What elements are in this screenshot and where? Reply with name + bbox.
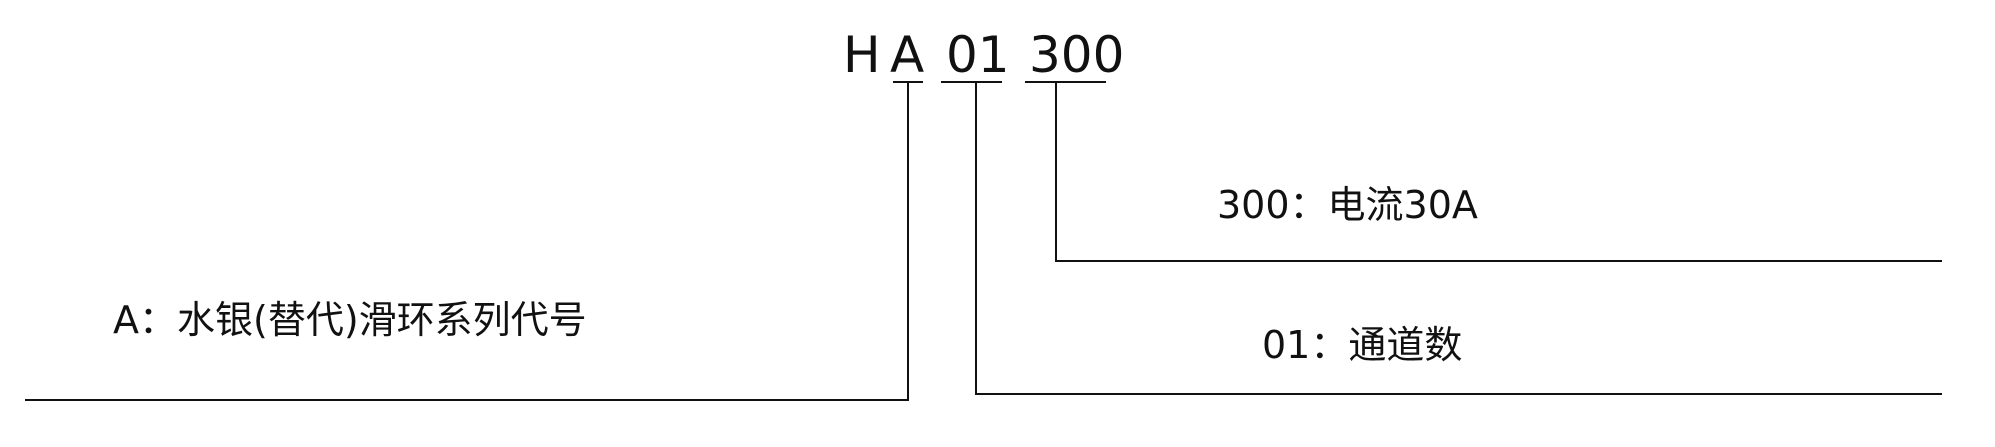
leader-a-vertical [907,81,909,401]
underline-channels [941,81,1002,83]
leader-a-horizontal [25,399,909,401]
code-a: A [890,26,925,84]
leader-current-horizontal [1055,260,1942,262]
code-current: 300 [1029,26,1125,84]
code-channels: 01 [946,26,1010,84]
leader-channels-horizontal [975,393,1942,395]
label-series: A：水银(替代)滑环系列代号 [113,298,587,342]
label-current: 300：电流30A [1217,183,1478,227]
underline-current [1025,81,1106,83]
leader-current-vertical [1055,81,1057,262]
label-channels: 01：通道数 [1262,323,1463,367]
leader-channels-vertical [975,81,977,395]
code-h: H [843,26,881,84]
